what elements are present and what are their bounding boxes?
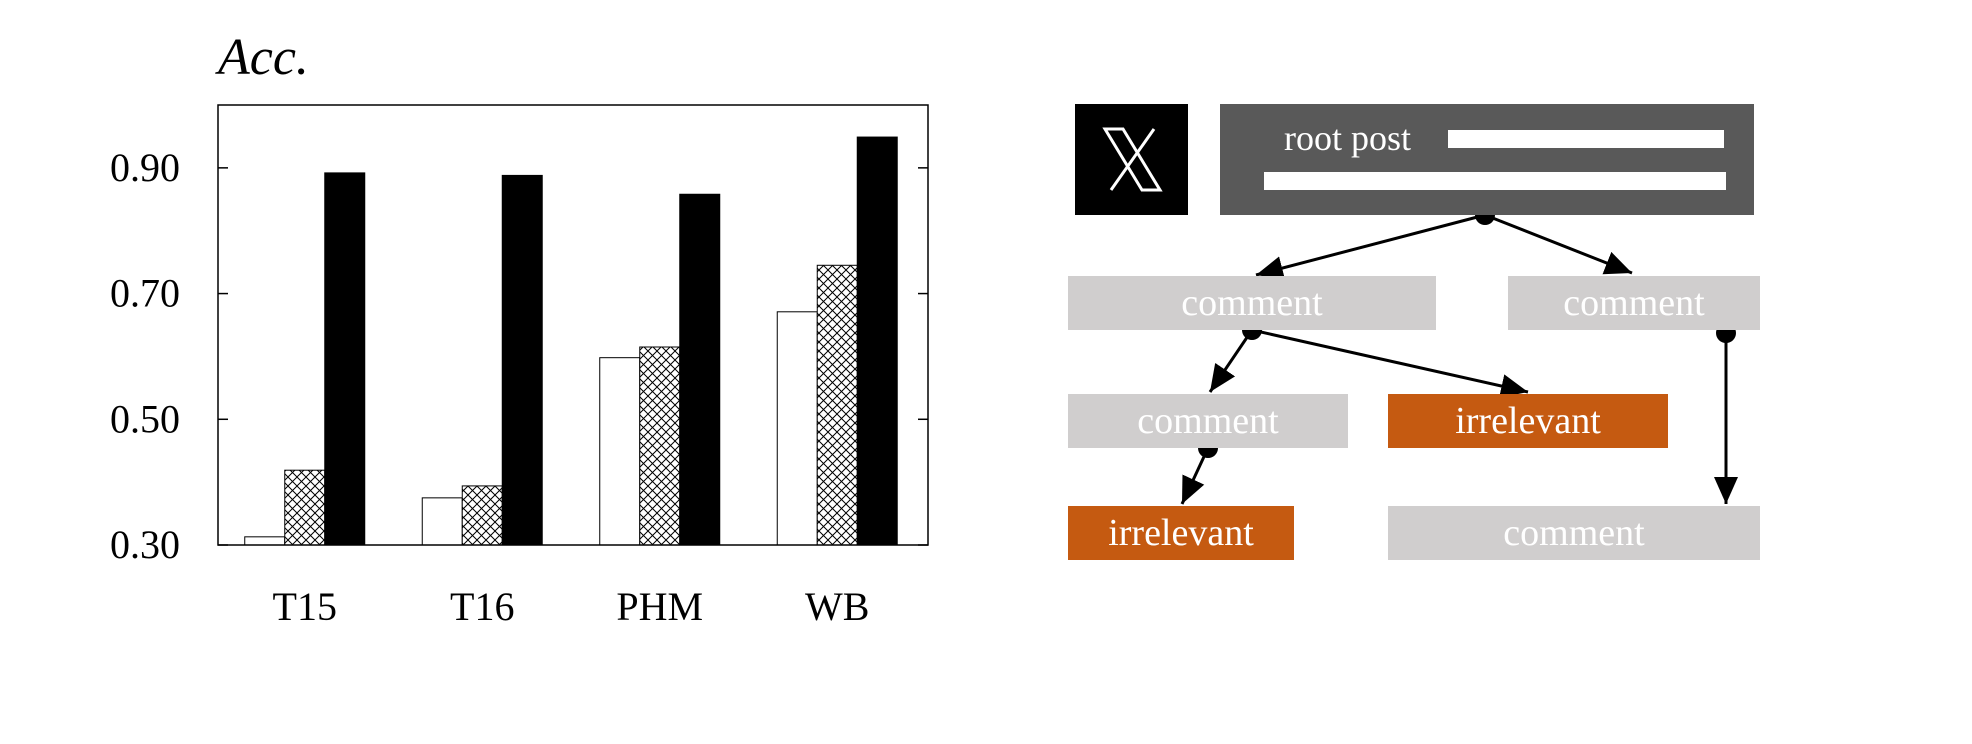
arrow-comment-a-to-irrelevant-a <box>1251 328 1529 398</box>
bar-phm-black <box>679 193 721 546</box>
bars-layer <box>244 136 898 546</box>
y-tick-label: 0.90 <box>110 145 180 190</box>
irrelevant-node-b: irrelevant <box>1068 506 1294 560</box>
arrow-root-to-comment-a <box>1255 213 1486 280</box>
bar-wb-black <box>856 136 898 546</box>
y-axis: 0.30 0.50 0.70 0.90 <box>110 145 928 567</box>
root-post-label: root post <box>1284 118 1412 158</box>
arrow-comment-a-to-comment-c <box>1208 329 1254 393</box>
bar-phm-crosshatch <box>639 346 681 546</box>
x-axis: T15 T16 PHM WB <box>273 584 870 629</box>
irrelevant-node-a: irrelevant <box>1388 394 1668 448</box>
comment-node-c: comment <box>1068 394 1348 448</box>
plot-frame <box>217 104 929 546</box>
arrow-comment-c-to-irrelevant-b <box>1180 447 1210 505</box>
comment-node-a: comment <box>1068 276 1436 330</box>
bar-t15-crosshatch <box>284 469 326 546</box>
y-tick-label: 0.50 <box>110 396 180 441</box>
arrow-root-to-comment-b <box>1484 213 1633 275</box>
root-text-line-1 <box>1448 130 1724 148</box>
comment-node-b: comment <box>1508 276 1760 330</box>
x-tick-label: T15 <box>273 584 337 629</box>
bar-wb-white <box>776 311 818 546</box>
x-logo-icon <box>1075 104 1188 215</box>
bar-t15-black <box>324 172 366 546</box>
bar-wb-crosshatch <box>816 264 858 546</box>
root-post-box <box>1220 104 1754 215</box>
x-tick-label: WB <box>805 584 869 629</box>
y-tick-label: 0.30 <box>110 522 180 567</box>
y-tick-label: 0.70 <box>110 271 180 316</box>
chart-title: Acc. <box>215 29 309 86</box>
x-tick-label: PHM <box>616 584 703 629</box>
root-text-line-2 <box>1264 172 1726 190</box>
x-tick-label: T16 <box>450 584 514 629</box>
comment-node-d: comment <box>1388 506 1760 560</box>
